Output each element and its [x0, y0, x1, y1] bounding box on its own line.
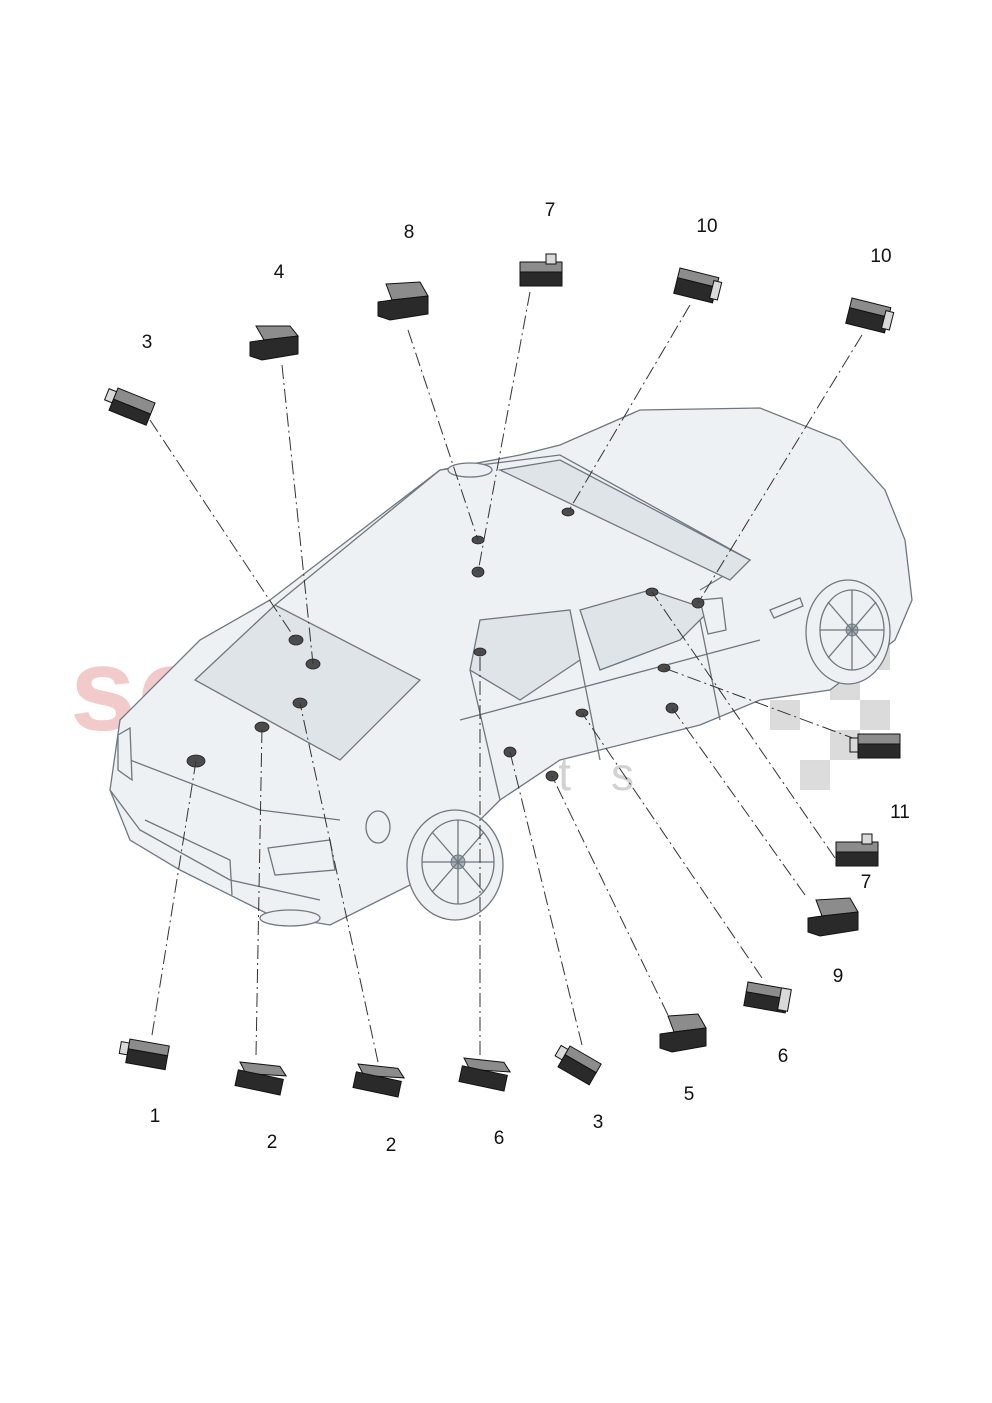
callout-11: 11 [890, 802, 910, 823]
rear-window [193, 604, 422, 761]
callout-labels: 3 4 8 7 10 10 11 7 9 6 5 3 6 2 2 1 [142, 200, 910, 1156]
callout-1: 1 [150, 1106, 161, 1127]
callout-10-top: 10 [696, 216, 717, 237]
part-4[interactable] [249, 325, 299, 361]
callout-7-top: 7 [545, 200, 556, 221]
part-9[interactable] [807, 897, 859, 937]
callout-6-bottom: 6 [494, 1128, 505, 1149]
callout-6-right: 6 [778, 1046, 789, 1067]
front-wheel [805, 579, 891, 685]
part-10-top[interactable] [673, 267, 723, 304]
side-mirror [699, 597, 727, 635]
side-window-rear [469, 609, 581, 701]
part-11[interactable] [849, 733, 901, 759]
part-6-bottom[interactable] [458, 1054, 512, 1092]
callout-3-bottom: 3 [593, 1112, 604, 1133]
callout-8: 8 [404, 222, 415, 243]
part-2-left[interactable] [234, 1058, 288, 1096]
rear-wheel [406, 809, 504, 921]
part-3-bottom[interactable] [551, 1042, 602, 1086]
part-7-right[interactable] [835, 833, 879, 867]
callout-9: 9 [833, 966, 844, 987]
callout-2-left: 2 [267, 1132, 278, 1153]
callout-3-top: 3 [142, 332, 153, 353]
callout-10-right: 10 [870, 246, 891, 267]
side-window-front [579, 589, 712, 671]
part-7-top[interactable] [519, 253, 563, 287]
part-1[interactable] [118, 1038, 170, 1071]
part-6-right[interactable] [743, 981, 792, 1014]
part-10-right[interactable] [845, 297, 895, 334]
callout-2-center: 2 [386, 1135, 397, 1156]
car-illustration [109, 407, 913, 927]
part-3-top[interactable] [102, 385, 156, 426]
leader-lines [149, 291, 863, 1063]
callout-5: 5 [684, 1084, 695, 1105]
windscreen [497, 459, 752, 581]
part-5[interactable] [659, 1013, 707, 1053]
callout-7-right: 7 [861, 872, 872, 893]
part-8[interactable] [377, 281, 429, 321]
callout-4: 4 [274, 262, 285, 283]
tail-light [267, 839, 336, 876]
parts [102, 253, 901, 1098]
part-2-center[interactable] [352, 1060, 406, 1098]
